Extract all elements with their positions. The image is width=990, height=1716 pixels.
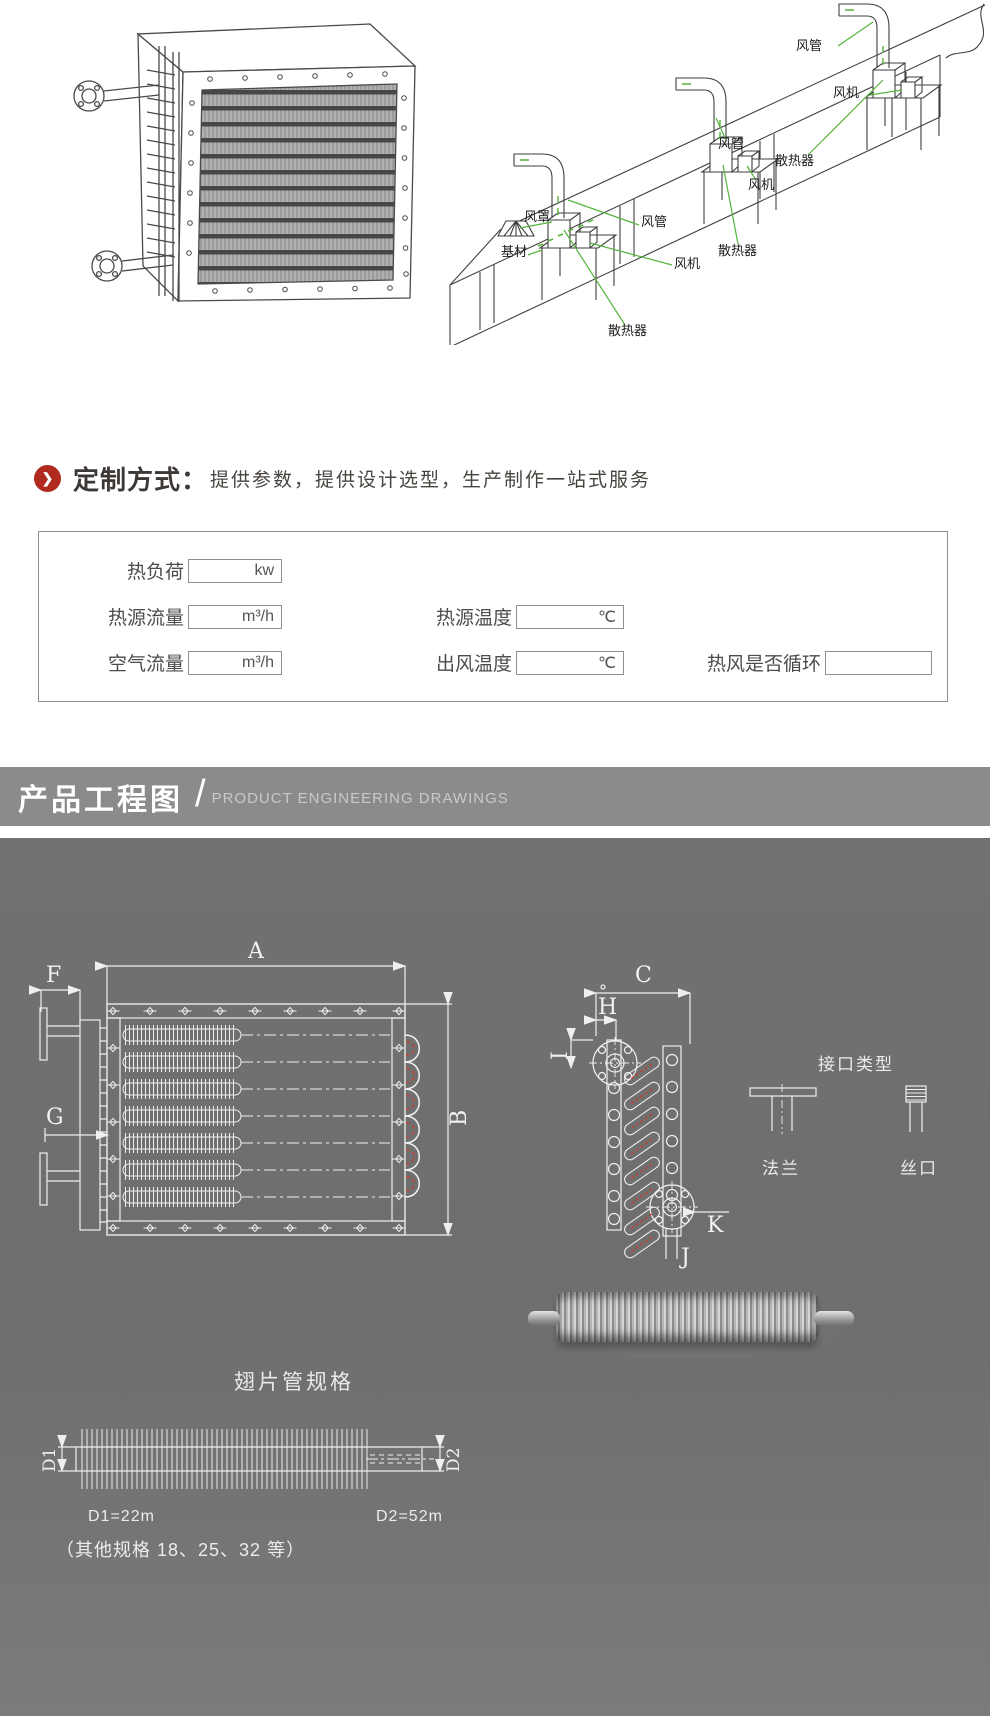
source-flow-input[interactable]: m³/h [188, 605, 282, 629]
heat-exchanger-3d-drawing [73, 23, 417, 303]
source-temp-label: 热源温度 [435, 608, 512, 629]
side-view-drawing: C H I K J [548, 963, 729, 1270]
dim-j: J [679, 1245, 690, 1270]
label-radiator-3: 散热器 [608, 323, 647, 338]
dim-b: B [447, 1110, 470, 1126]
threaded-port-icon [905, 1085, 927, 1132]
outlet-temp-label: 出风温度 [435, 654, 512, 675]
dim-c: C [635, 963, 652, 988]
label-base: 基材 [501, 244, 527, 259]
dim-f: F [46, 963, 61, 988]
threaded-label: 丝口 [900, 1159, 938, 1178]
other-specs-text: （其他规格 18、25、32 等） [56, 1540, 306, 1560]
outlet-temp-unit: ℃ [598, 655, 616, 672]
interface-type-title: 接口类型 [818, 1055, 894, 1074]
air-flow-label: 空气流量 [107, 654, 184, 675]
customization-title: 定制方式： [73, 465, 209, 495]
bar-title-en: PRODUCT ENGINEERING DRAWINGS [211, 790, 509, 807]
customization-header: ❯ 定制方式： 提供参数，提供设计选型，生产制作一站式服务 [34, 460, 651, 497]
chevron-circle-icon: ❯ [34, 465, 61, 492]
top-drawings-area: 风管 风机 散热器 风管 风机 散热器 风罩 风管 基材 风机 散热器 [0, 0, 990, 412]
recirculation-input[interactable] [825, 651, 932, 675]
source-temp-unit: ℃ [598, 609, 616, 626]
dim-k: K [707, 1213, 724, 1238]
d1-spec-text: D1=22m [88, 1508, 155, 1525]
air-flow-input[interactable]: m³/h [188, 651, 282, 675]
parameter-form: 热负荷 kw 热源流量 m³/h 热源温度 ℃ 空气流量 m³/h 出风温度 ℃… [38, 531, 948, 702]
label-fan-2: 风机 [748, 177, 774, 192]
fin-tube-photo-fins [556, 1292, 818, 1342]
label-hood: 风罩 [524, 209, 550, 224]
installation-diagram: 风管 风机 散热器 风管 风机 散热器 风罩 风管 基材 风机 散热器 [449, 3, 986, 345]
fin-tube-photo [518, 1280, 863, 1358]
label-duct-2: 风管 [718, 136, 744, 151]
front-view-drawing: A F G B [29, 939, 470, 1237]
source-flow-unit: m³/h [242, 608, 274, 625]
heat-load-input[interactable]: kw [188, 559, 282, 583]
fin-tube-photo-right-stub [814, 1311, 854, 1326]
heat-load-label: 热负荷 [126, 562, 184, 583]
source-flow-label: 热源流量 [107, 608, 184, 629]
customization-description: 提供参数，提供设计选型，生产制作一站式服务 [210, 470, 652, 491]
outlet-temp-input[interactable]: ℃ [516, 651, 624, 675]
label-radiator-1: 散热器 [775, 153, 814, 168]
label-fan-1: 风机 [833, 85, 859, 100]
source-temp-input[interactable]: ℃ [516, 605, 624, 629]
fin-tube-spec-title: 翅片管规格 [234, 1371, 354, 1394]
engineering-drawings-section: A F G B [0, 838, 990, 1716]
fin-tube-drawing: D1 D2 [40, 1429, 464, 1489]
label-radiator-2: 散热器 [718, 243, 757, 258]
label-duct-3: 风管 [641, 214, 667, 229]
air-flow-unit: m³/h [242, 654, 274, 671]
recirculation-label: 热风是否循环 [706, 654, 821, 675]
flange-icon [749, 1084, 817, 1134]
fin-tube-photo-left-stub [528, 1311, 560, 1326]
dim-d1: D1 [40, 1448, 60, 1472]
label-fan-3: 风机 [674, 256, 700, 271]
bar-slash: / [195, 773, 206, 815]
label-duct-1: 风管 [796, 38, 822, 53]
dim-d2: D2 [444, 1448, 464, 1472]
heat-load-unit: kw [254, 562, 274, 579]
dim-a: A [247, 939, 265, 964]
bar-title-cn: 产品工程图 [18, 783, 183, 817]
dim-i: I [548, 1051, 573, 1060]
d2-spec-text: D2=52m [376, 1508, 443, 1525]
dim-h: H [598, 995, 617, 1020]
flange-label: 法兰 [762, 1159, 800, 1178]
engineering-drawings-bar: 产品工程图 / PRODUCT ENGINEERING DRAWINGS [0, 767, 990, 826]
dim-g: G [46, 1105, 64, 1130]
